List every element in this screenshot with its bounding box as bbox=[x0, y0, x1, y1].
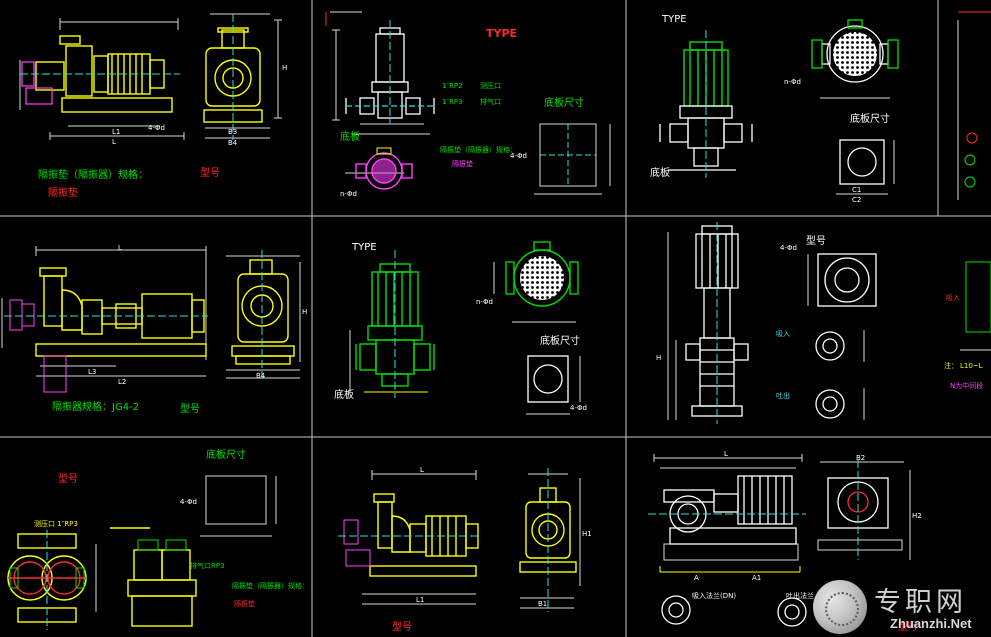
watermark-chinese-text: 专职网 bbox=[874, 587, 967, 618]
outlet-label: 吐出 bbox=[776, 392, 790, 400]
dim-label-a: A bbox=[694, 574, 699, 582]
base-plate-label-2: 底板 bbox=[650, 168, 670, 179]
dim-label-h-3: H bbox=[656, 354, 662, 362]
dim-label-a1: A1 bbox=[752, 574, 762, 582]
dim-label-l1: L1 bbox=[112, 128, 121, 136]
dim-label-l-3: L bbox=[420, 466, 424, 474]
vibration-pad-label-1: 隔振垫 bbox=[48, 188, 78, 199]
model-label-4: 型号 bbox=[58, 474, 78, 485]
dim-label-n-d-3: n-Φd bbox=[476, 298, 493, 306]
watermark-logo-icon bbox=[813, 580, 867, 634]
dim-label-l1-2: L1 bbox=[416, 596, 425, 604]
inlet-label: 吸入 bbox=[776, 330, 790, 338]
pressure-port-label-1: 测压口 bbox=[480, 82, 501, 90]
base-plate-size-label-2: 底板尺寸 bbox=[850, 114, 890, 125]
dim-label-4d-5: 4-Φd bbox=[180, 498, 197, 506]
vibration-pad-label-3: 隔振垫 bbox=[234, 600, 255, 608]
dim-label-4d-4: 4-Φd bbox=[780, 244, 797, 252]
vibration-pad-label-2: 隔振垫 bbox=[452, 160, 473, 168]
inlet-flange-label: 吸入法兰(DN) bbox=[692, 592, 737, 600]
vibration-pad-spec-label-1: 隔振垫（隔振器）规格： bbox=[38, 170, 148, 181]
double-pump-drawing bbox=[7, 475, 277, 630]
dim-label-l-2: L bbox=[118, 244, 122, 252]
dim-label-l2: L2 bbox=[118, 378, 127, 386]
watermark: 专职网 Zhuanzhi.Net bbox=[808, 578, 991, 637]
type-label-1: TYPE bbox=[486, 27, 518, 40]
dim-label-l-4: L bbox=[724, 450, 728, 458]
dim-label-4d-1: 4-Φd bbox=[148, 124, 165, 132]
dim-label-h-2: H bbox=[302, 308, 308, 316]
vent-rp3-label: 排气口RP3 bbox=[190, 562, 225, 570]
dim-label-l: L bbox=[112, 138, 116, 146]
vibration-pad-spec-label-3: 隔振垫（隔振器）规格： bbox=[232, 582, 309, 590]
horizontal-pump-drawing-2 bbox=[1, 246, 301, 393]
multistage-pump-drawing bbox=[667, 222, 877, 424]
vertical-pump-drawing-2 bbox=[659, 19, 899, 195]
partial-drawing-top-right bbox=[957, 11, 991, 200]
dim-label-l3: L3 bbox=[88, 368, 97, 376]
dim-label-b1: B1 bbox=[538, 600, 548, 608]
base-plate-label-3: 底板 bbox=[334, 390, 354, 401]
vertical-pump-drawing-3 bbox=[349, 241, 581, 415]
note-value-label: L10~L bbox=[960, 362, 983, 370]
rp2-label: 1″RP2 bbox=[442, 82, 463, 90]
pressure-port-label-2: 测压口 1″RP3 bbox=[34, 520, 78, 528]
dim-label-n-d-1: n-Φd bbox=[340, 190, 357, 198]
base-plate-label-1: 底板 bbox=[340, 132, 360, 143]
vibration-pad-spec-label-2: 隔振垫（隔振器）规格： bbox=[440, 146, 517, 154]
model-label-5: 型号 bbox=[392, 622, 412, 633]
horizontal-pump-drawing-1 bbox=[19, 13, 282, 140]
dim-label-c2: C2 bbox=[852, 196, 862, 204]
base-plate-size-label-3: 底板尺寸 bbox=[540, 336, 580, 347]
note-label: 注： bbox=[944, 362, 958, 370]
dim-label-4d-2: 4-Φd bbox=[510, 152, 527, 160]
dim-label-c1: C1 bbox=[852, 186, 862, 194]
watermark-url-text: Zhuanzhi.Net bbox=[890, 616, 972, 631]
inlet-label-right: 吸入 bbox=[946, 294, 960, 302]
dim-label-h1: H1 bbox=[582, 530, 592, 538]
type-label-3: TYPE bbox=[352, 242, 377, 253]
vent-port-label: 排气口 bbox=[480, 98, 501, 106]
rp3-label: 1″RP3 bbox=[442, 98, 463, 106]
base-plate-size-label-1: 底板尺寸 bbox=[544, 98, 584, 109]
dim-label-b2: B2 bbox=[856, 454, 866, 462]
vibration-isolator-spec-label: 隔振器规格：JG4-2 bbox=[52, 402, 140, 413]
split-case-pump-drawing bbox=[648, 454, 911, 627]
vertical-pump-drawing-1 bbox=[325, 11, 611, 195]
partial-drawing-mid-right bbox=[960, 261, 991, 351]
dim-label-h: H bbox=[282, 64, 288, 72]
type-label-2: TYPE bbox=[662, 14, 687, 25]
dim-label-b4-2: B4 bbox=[256, 372, 266, 380]
model-label-3: 型号 bbox=[806, 236, 826, 247]
dim-label-b3: B3 bbox=[228, 128, 238, 136]
dim-label-h2: H2 bbox=[912, 512, 922, 520]
middle-section-note: N为中间段 bbox=[950, 382, 984, 390]
dim-label-b4: B4 bbox=[228, 139, 238, 147]
model-label-2: 型号 bbox=[180, 404, 200, 415]
horizontal-pump-drawing-3 bbox=[338, 468, 581, 612]
dim-label-4d-3: 4-Φd bbox=[570, 404, 587, 412]
outlet-flange-label: 吐出法兰 bbox=[786, 592, 814, 600]
dim-label-n-d-2: n-Φd bbox=[784, 78, 801, 86]
model-label-1: 型号 bbox=[200, 168, 220, 179]
model-label-6: 型号 bbox=[898, 622, 918, 633]
base-plate-size-label-4: 底板尺寸 bbox=[206, 450, 246, 461]
